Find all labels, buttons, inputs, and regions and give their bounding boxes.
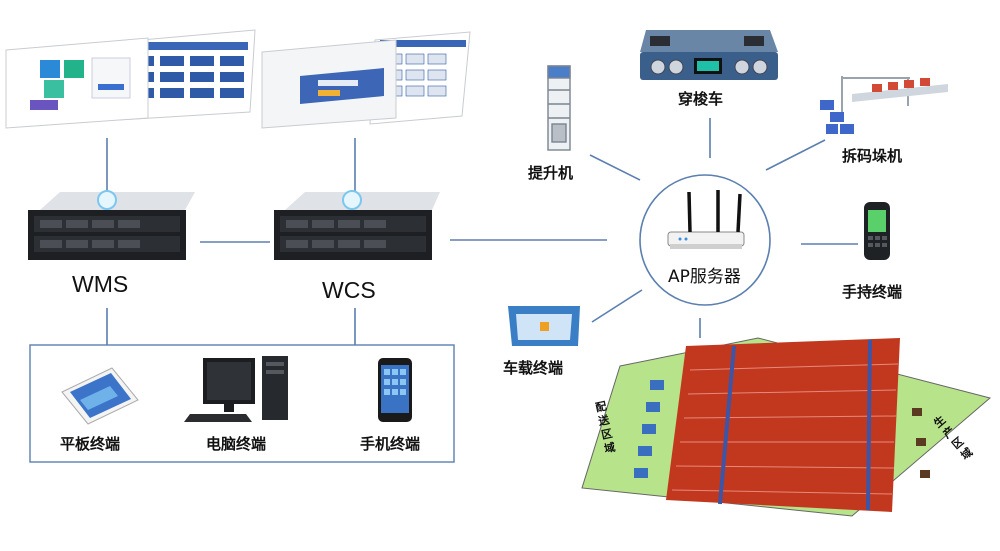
wms-screen-image	[5, 29, 256, 129]
warehouse-rack-image	[581, 337, 992, 517]
tablet-icon	[61, 367, 139, 425]
handheld-label: 手持终端	[842, 283, 903, 301]
palletizer-label: 拆码垛机	[842, 147, 903, 165]
phone-label: 手机终端	[360, 435, 421, 453]
server-icon	[28, 190, 195, 260]
desktop-pc-icon	[184, 356, 288, 422]
palletizer-icon	[820, 76, 948, 134]
wms-label: WMS	[72, 271, 129, 297]
smartphone-icon	[378, 358, 412, 422]
wcs-label: WCS	[322, 277, 376, 303]
vehicle-terminal-label: 车载终端	[503, 359, 564, 377]
shuttle-label: 穿梭车	[678, 90, 724, 108]
handheld-terminal-icon	[864, 202, 890, 260]
server-icon	[274, 190, 440, 260]
tablet-label: 平板终端	[60, 435, 121, 453]
connection-lines	[106, 118, 858, 345]
lift-label: 提升机	[528, 164, 574, 182]
ap-server-label: AP服务器	[668, 267, 741, 287]
shuttle-car-icon	[640, 30, 778, 80]
wcs-screen-image	[261, 31, 471, 129]
lift-icon	[547, 65, 571, 151]
vehicle-terminal-icon	[508, 306, 580, 346]
router-icon	[667, 190, 745, 249]
pc-label: 电脑终端	[206, 435, 267, 453]
terminals-frame	[29, 344, 455, 463]
